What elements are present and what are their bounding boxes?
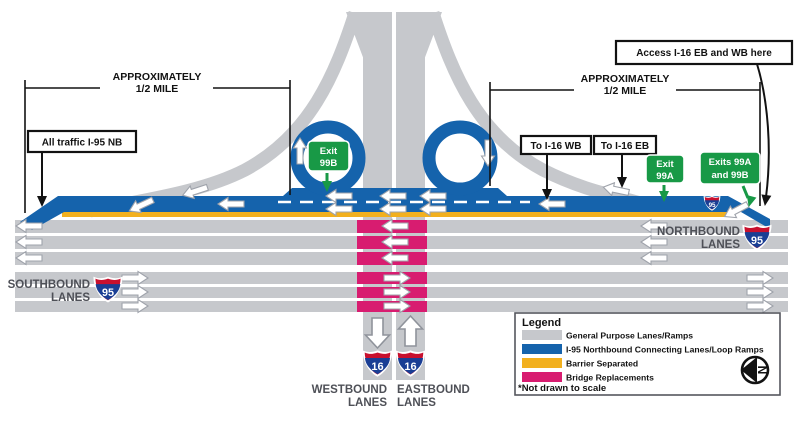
callout-access-label: Access I-16 EB and WB here (636, 48, 772, 59)
callout-to-i16-eb: To I-16 EB (592, 134, 658, 188)
compass-letter: N (755, 366, 769, 375)
dimension-right: APPROXIMATELY 1/2 MILE (489, 73, 761, 206)
dim-right-line2: 1/2 MILE (604, 85, 647, 97)
legend-label-gray: General Purpose Lanes/Ramps (566, 331, 693, 341)
i16-shield-number: 16 (371, 361, 383, 373)
i95-shield-number: 95 (102, 287, 114, 299)
i95-shield-number: 95 (751, 235, 763, 247)
legend-swatch-pink (522, 372, 562, 382)
callout-to-i16-wb-label: To I-16 WB (531, 141, 582, 152)
legend-swatch-blue (522, 344, 562, 354)
exit-99a-sign: Exit 99A (645, 154, 685, 202)
barrier-separated-line (62, 212, 727, 217)
legend-title: Legend (522, 317, 561, 329)
i95-shield-southbound: 95 (93, 276, 123, 303)
exits-99a-99b-sign: Exits 99A and 99B (699, 151, 761, 209)
callout-to-i16-eb-label: To I-16 EB (601, 141, 649, 152)
westbound-line1: WESTBOUND (312, 384, 387, 396)
legend-label-blue: I-95 Northbound Connecting Lanes/Loop Ra… (566, 345, 764, 355)
callout-access-i16: Access I-16 EB and WB here (614, 39, 794, 207)
north-compass-icon: N (740, 355, 770, 385)
eastbound-line2: LANES (397, 397, 436, 409)
dim-left-line1: APPROXIMATELY (113, 71, 202, 83)
callout-to-i16-wb: To I-16 WB (519, 134, 593, 200)
blue-main-band (20, 196, 770, 230)
i95-shield-northbound: 95 (742, 224, 772, 251)
legend-label-yellow: Barrier Separated (566, 359, 638, 369)
southbound-line2: LANES (51, 292, 90, 304)
eastbound-line1: EASTBOUND (397, 384, 470, 396)
exits-99a-99b-line2: and 99B (712, 170, 749, 181)
i16-direction-markers: 16 16 WESTBOUND LANES EASTBOUND LANES (312, 315, 470, 409)
exit-99a-line2: 99A (656, 171, 674, 182)
legend-label-pink: Bridge Replacements (566, 373, 654, 383)
dimension-left: APPROXIMATELY 1/2 MILE (24, 71, 291, 213)
exit-99b-line2: 99B (320, 158, 338, 169)
i16-shield-number: 16 (404, 361, 416, 373)
exit-99b-line1: Exit (320, 146, 338, 157)
northbound-label: NORTHBOUND LANES 95 (657, 224, 772, 251)
dim-left-line2: 1/2 MILE (136, 83, 179, 95)
legend-swatch-gray (522, 330, 562, 340)
dim-right-line1: APPROXIMATELY (581, 73, 670, 85)
northbound-line1: NORTHBOUND (657, 226, 740, 238)
southbound-line1: SOUTHBOUND (8, 279, 90, 291)
legend: Legend General Purpose Lanes/Ramps I-95 … (514, 312, 781, 396)
southbound-label: SOUTHBOUND LANES 95 (8, 276, 123, 304)
callout-all-traffic: All traffic I-95 NB (26, 129, 138, 207)
loop-ramp-right (422, 120, 498, 196)
exit-99a-line1: Exit (656, 159, 674, 170)
westbound-line2: LANES (348, 397, 387, 409)
legend-swatch-yellow (522, 358, 562, 368)
i16-shield-eastbound: 16 (395, 350, 426, 377)
callout-all-traffic-label: All traffic I-95 NB (42, 138, 123, 149)
i16-shield-westbound: 16 (362, 350, 393, 377)
i95-shield-number: 95 (709, 202, 716, 209)
legend-note: *Not drawn to scale (518, 383, 606, 394)
i95-shield-small: 95 (703, 195, 721, 211)
northbound-line2: LANES (701, 239, 740, 251)
exits-99a-99b-line1: Exits 99A (709, 157, 752, 168)
exit-99b-sign: Exit 99B (307, 140, 350, 192)
